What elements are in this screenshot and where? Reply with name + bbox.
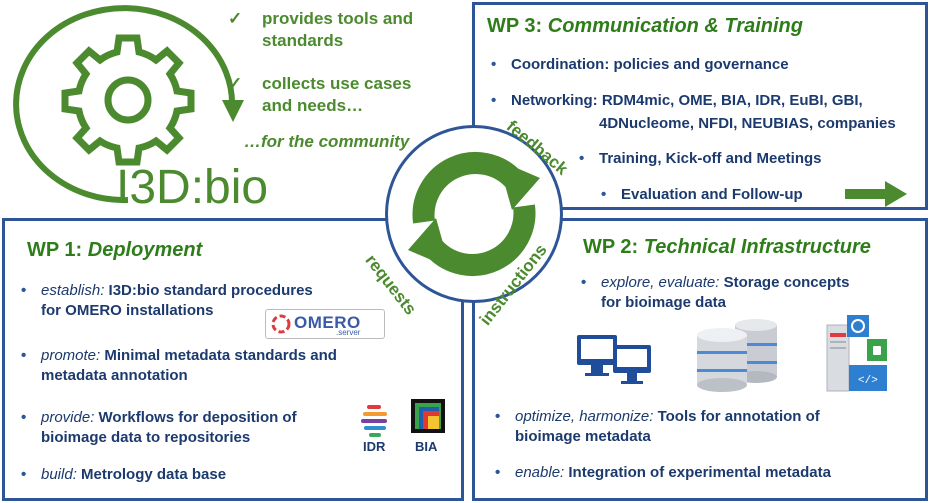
- wp1-item: •establish: I3D:bio standard procedures …: [21, 282, 313, 319]
- wp1-title: WP 1: Deployment: [27, 239, 203, 261]
- check-icon: ✓: [228, 74, 243, 93]
- computer-monitors-icon: [577, 335, 651, 384]
- wp3-item: •Coordination: policies and governance: [491, 56, 789, 73]
- arrow-right-icon: [845, 181, 907, 207]
- wp1-box: WP 1: Deployment •establish: I3D:bio sta…: [2, 218, 464, 501]
- wp3-item: •Evaluation and Follow-up: [601, 186, 803, 203]
- wp3-item: •Networking: RDM4mic, OME, BIA, IDR, EuB…: [491, 92, 863, 109]
- intro-item-2: collects use cases and needs…: [262, 74, 412, 115]
- omero-mark-icon: [271, 314, 291, 334]
- svg-text:</>: </>: [858, 375, 878, 387]
- intro-item-1: provides tools and standards: [262, 9, 414, 50]
- wp2-item: •enable: Integration of experimental met…: [495, 464, 831, 481]
- bia-logo-icon: [411, 399, 445, 433]
- gear-logo-icon: [13, 5, 244, 204]
- wp2-item: •optimize, harmonize: Tools for annotati…: [495, 408, 820, 445]
- wp3-title: WP 3: Communication & Training: [487, 15, 803, 37]
- server-settings-icon: </>: [826, 315, 887, 392]
- check-icon: ✓: [228, 9, 243, 28]
- idr-label: IDR: [363, 439, 386, 454]
- refresh-cycle-icon: [408, 152, 540, 276]
- idr-logo-icon: [361, 405, 387, 437]
- omero-logo: OMERO .server: [265, 309, 385, 339]
- database-storage-icon: [697, 319, 777, 392]
- wp3-item-cont: 4DNucleome, NFDI, NEUBIAS, companies: [599, 115, 896, 132]
- wp2-box: WP 2: Technical Infrastructure •explore,…: [472, 218, 928, 501]
- wp1-item: •build: Metrology data base: [21, 466, 227, 483]
- wp1-item: •provide: Workflows for deposition of bi…: [21, 409, 297, 446]
- tagline: …for the community: [244, 132, 410, 151]
- wp2-item: •explore, evaluate: Storage concepts for…: [581, 274, 850, 311]
- wp1-item: •promote: Minimal metadata standards and…: [21, 347, 337, 384]
- logo-text: I3D:bio: [116, 161, 269, 214]
- wp3-item: •Training, Kick-off and Meetings: [579, 150, 822, 167]
- wp2-title: WP 2: Technical Infrastructure: [583, 236, 871, 258]
- bia-label: BIA: [415, 439, 438, 454]
